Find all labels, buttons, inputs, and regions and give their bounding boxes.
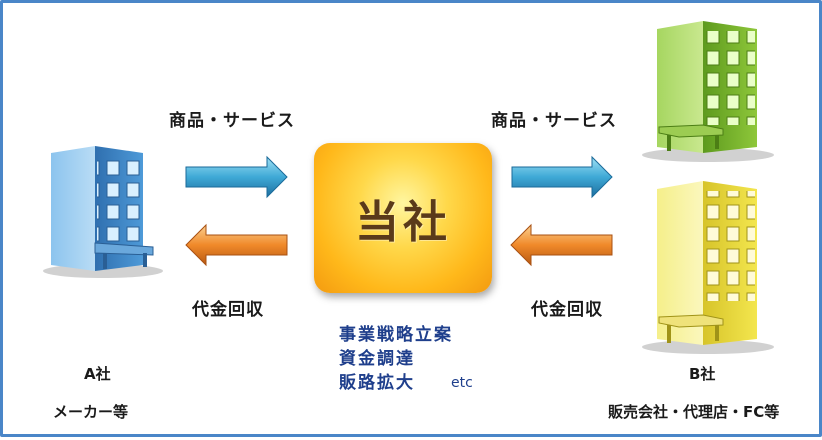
arrow-right-icon [185,155,288,199]
building-icon [43,146,163,278]
goods-label-right: 商品・サービス [491,111,617,131]
company-b-subtitle: 販売会社・代理店・FC等 [608,403,780,421]
payment-label-left: 代金回収 [192,300,264,320]
company-b-name: B社 [689,365,716,383]
arrow-right-icon [511,155,613,199]
building-icon [642,181,774,354]
payment-label-right: 代金回収 [531,300,603,320]
service-strategy: 事業戦略立案 [339,325,453,345]
center-company-label: 当社 [355,197,451,248]
center-company-box: 当社 [314,143,492,293]
company-a-name: A社 [84,365,111,383]
service-channel: 販路拡大 [339,373,415,393]
company-a-subtitle: メーカー等 [53,403,129,421]
goods-label-left: 商品・サービス [169,111,295,131]
service-funding: 資金調達 [339,349,415,369]
building-icon [642,21,774,162]
service-etc: etc [451,375,473,391]
buildings-layer [43,21,774,354]
arrow-left-icon [510,223,613,267]
arrow-left-icon [185,223,288,267]
flow-arrows [185,155,613,267]
